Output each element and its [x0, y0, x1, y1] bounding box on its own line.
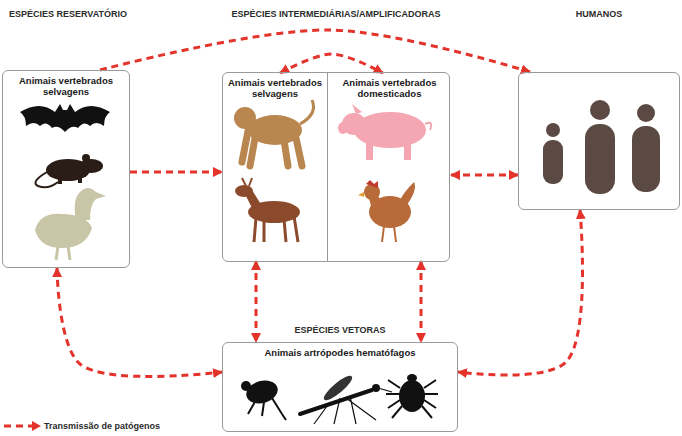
wild-group: Animais vertebrados selvagens [223, 73, 327, 261]
intermediate-box: ESPÉCIES INTERMEDIÁRIAS/AMPLIFICADORASAn… [222, 72, 450, 262]
human-figures [543, 140, 563, 184]
transmission-arrow [451, 174, 518, 177]
flea-silhouette [241, 377, 286, 420]
transmission-arrow [100, 30, 530, 72]
tick-silhouette [407, 374, 417, 382]
human-figures [546, 123, 560, 137]
pig-silhouette [354, 112, 426, 148]
pig-silhouette [404, 142, 411, 160]
flea-silhouette [248, 398, 286, 420]
group-heading: ESPÉCIES INTERMEDIÁRIAS/AMPLIFICADORAS [231, 9, 440, 20]
pig-silhouette [338, 122, 348, 134]
deer-silhouette [235, 185, 253, 197]
legend-sample [2, 419, 42, 433]
legend-line [4, 425, 32, 428]
transmission-arrow [57, 268, 222, 376]
mosquito-silhouette [314, 388, 392, 424]
humans-box: HUMANOS [518, 72, 680, 210]
transmission-arrow [458, 210, 583, 375]
group-heading: HUMANOS [576, 9, 623, 20]
human-figures [590, 100, 610, 120]
duck-silhouette [35, 188, 106, 260]
legend: Transmissão de patógenos [2, 419, 160, 433]
legend-item: Transmissão de patógenos [2, 419, 160, 433]
monkey-silhouette [234, 100, 314, 166]
pig-silhouette [338, 104, 431, 160]
tick-silhouette [399, 380, 425, 412]
rat-silhouette [35, 154, 103, 187]
duck-silhouette [75, 188, 106, 220]
transmission-arrow [130, 171, 222, 174]
deer-silhouette [235, 178, 300, 242]
tick-silhouette [386, 380, 438, 418]
domestic-group: Animais vertebrados domesticados [327, 73, 451, 261]
duck-silhouette [56, 246, 70, 260]
group-heading: ESPÉCIES RESERVATÓRIO [9, 9, 127, 20]
chicken-silhouette [358, 180, 415, 242]
vector-box: ESPÉCIES VETORASAnimais artrópodes hemat… [222, 342, 458, 432]
pig-silhouette [425, 123, 431, 130]
transmission-arrow [420, 261, 423, 342]
tick-silhouette [386, 374, 438, 418]
rat-silhouette [58, 178, 62, 184]
box-label: Animais vertebrados selvagens [223, 73, 327, 99]
box-label: Animais vertebrados selvagens [3, 71, 129, 97]
human-figures [632, 126, 660, 192]
chicken-silhouette [358, 192, 364, 197]
chicken-silhouette [382, 226, 396, 242]
bat-silhouette [20, 104, 110, 132]
mosquito-silhouette [300, 373, 392, 424]
pig-silhouette [352, 104, 362, 114]
box-label: Animais artrópodes hematófagos [223, 343, 457, 358]
pig-silhouette [366, 142, 373, 160]
flea-silhouette [241, 381, 251, 391]
human-figures [637, 104, 655, 122]
rat-silhouette [78, 176, 82, 183]
rat-silhouette [79, 159, 103, 173]
rat-silhouette [82, 154, 90, 162]
box-label: Animais vertebrados domesticados [328, 73, 451, 99]
reservoir-box: ESPÉCIES RESERVATÓRIOAnimais vertebrados… [2, 70, 130, 268]
legend-label: Transmissão de patógenos [44, 419, 160, 433]
chicken-silhouette [400, 182, 415, 206]
monkey-silhouette [300, 100, 314, 124]
chicken-silhouette [366, 180, 378, 188]
mosquito-silhouette [321, 373, 355, 404]
legend-arrowhead [32, 421, 41, 431]
deer-silhouette [242, 178, 252, 186]
transmission-arrow [255, 261, 258, 342]
bat-silhouette [20, 104, 110, 132]
deer-silhouette [254, 216, 298, 242]
transmission-arrow [280, 54, 383, 73]
group-heading: ESPÉCIES VETORAS [295, 325, 386, 336]
human-figures [585, 124, 615, 194]
monkey-silhouette [242, 126, 302, 166]
rat-silhouette [35, 172, 58, 187]
human-figures [543, 100, 660, 194]
